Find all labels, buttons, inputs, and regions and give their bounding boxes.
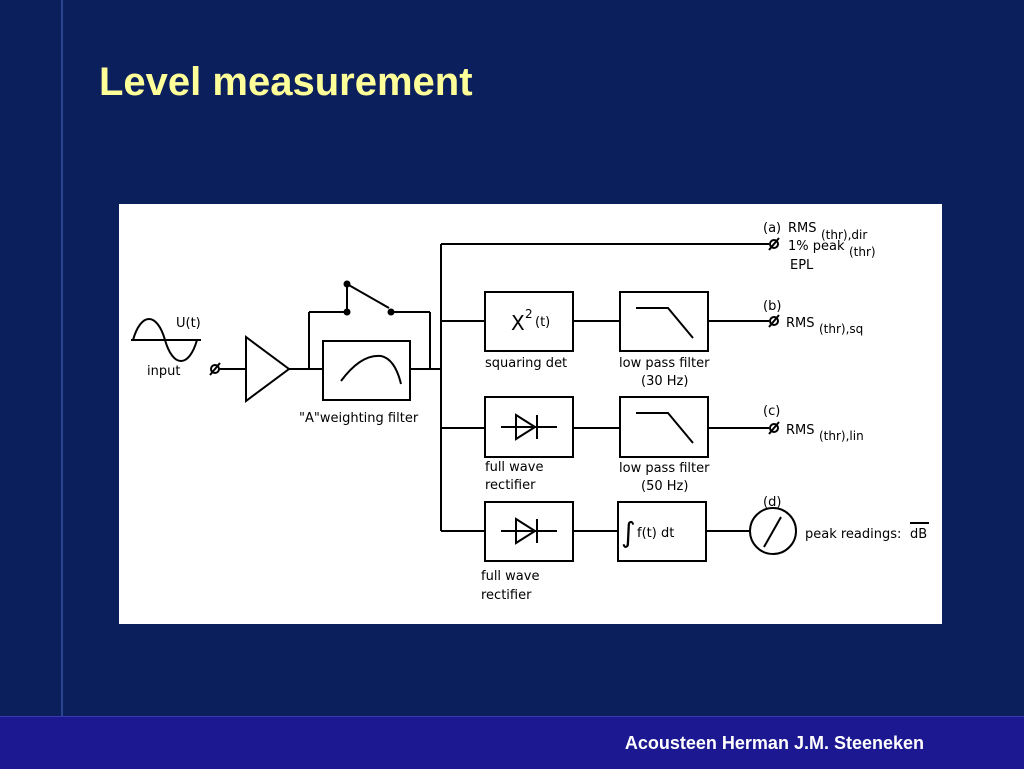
squaring-det-label: squaring det — [485, 356, 567, 371]
block-diagram: U(t) input "A"weighting filter X 2 (t) s… — [131, 221, 929, 603]
output-terminal-a — [769, 239, 779, 249]
output-a-line1-sub: (thr),dir — [821, 228, 867, 242]
sine-wave-icon — [132, 318, 198, 362]
output-terminal-b-slash — [768, 314, 780, 328]
slide-vertical-rule — [61, 0, 63, 716]
output-a-line2: 1% peak — [788, 239, 845, 254]
output-terminal-c — [769, 423, 779, 433]
output-a-line2-sub: (thr) — [849, 245, 876, 259]
input-label: input — [147, 364, 180, 379]
meter-needle — [763, 516, 782, 548]
footer-credit: Acousteen Herman J.M. Steeneken — [624, 733, 924, 753]
lowpass-response-icon — [636, 412, 694, 444]
lpf-30-label-1: low pass filter — [619, 356, 710, 371]
lpf-50-label-1: low pass filter — [619, 461, 710, 476]
output-b-line1-sub: (thr),sq — [819, 322, 863, 336]
squaring-formula-base: X — [511, 311, 525, 335]
output-terminal-a-slash — [768, 237, 780, 251]
input-terminal-slash — [209, 362, 221, 376]
squaring-formula-exponent: 2 — [525, 307, 533, 321]
integrator-label: f(t) dt — [637, 526, 674, 541]
diode-icon — [515, 517, 537, 545]
switch-blade — [346, 283, 390, 309]
output-c-line1: RMS — [786, 423, 815, 438]
output-a-line1: RMS — [788, 221, 817, 236]
output-b-tag: (b) — [763, 299, 781, 314]
switch-dot — [343, 280, 351, 288]
switch-dot — [387, 308, 395, 316]
rectifier-1-label-2: rectifier — [485, 478, 536, 493]
rectifier-2-label-1: full wave — [481, 569, 539, 584]
output-c-tag: (c) — [763, 404, 780, 419]
weighting-filter-box — [322, 340, 411, 401]
output-a-line3: EPL — [790, 258, 814, 273]
output-a-tag: (a) — [763, 221, 781, 236]
output-d-unit: dB — [910, 527, 927, 542]
output-b-line1: RMS — [786, 316, 815, 331]
amplifier-triangle-icon — [245, 335, 291, 403]
output-c-line1-sub: (thr),lin — [819, 429, 864, 443]
output-terminal-c-slash — [768, 421, 780, 435]
squaring-det-box — [484, 291, 574, 352]
lpf-30-label-2: (30 Hz) — [641, 374, 688, 389]
lpf-30-box — [619, 291, 709, 352]
slide-title: Level measurement — [99, 60, 473, 104]
output-terminal-b — [769, 316, 779, 326]
rectifier-1-label-1: full wave — [485, 460, 543, 475]
rectifier-2-label-2: rectifier — [481, 588, 532, 603]
integral-sign-icon: ∫ — [621, 516, 636, 549]
output-d-tag: (d) — [763, 495, 781, 510]
diode-icon — [515, 413, 537, 441]
block-diagram-figure: U(t) input "A"weighting filter X 2 (t) s… — [119, 204, 942, 624]
switch-dot — [343, 308, 351, 316]
lpf-50-label-2: (50 Hz) — [641, 479, 688, 494]
meter-dial-icon — [749, 507, 797, 555]
footer-bar: Acousteen Herman J.M. Steeneken — [0, 716, 1024, 769]
weighting-filter-label: "A"weighting filter — [299, 411, 419, 426]
lowpass-response-icon — [636, 307, 694, 339]
lpf-50-box — [619, 396, 709, 458]
output-d-label: peak readings: — [805, 527, 901, 542]
weighting-curve-icon — [340, 354, 402, 385]
signal-label: U(t) — [176, 316, 201, 331]
squaring-formula-argument: (t) — [535, 315, 550, 330]
